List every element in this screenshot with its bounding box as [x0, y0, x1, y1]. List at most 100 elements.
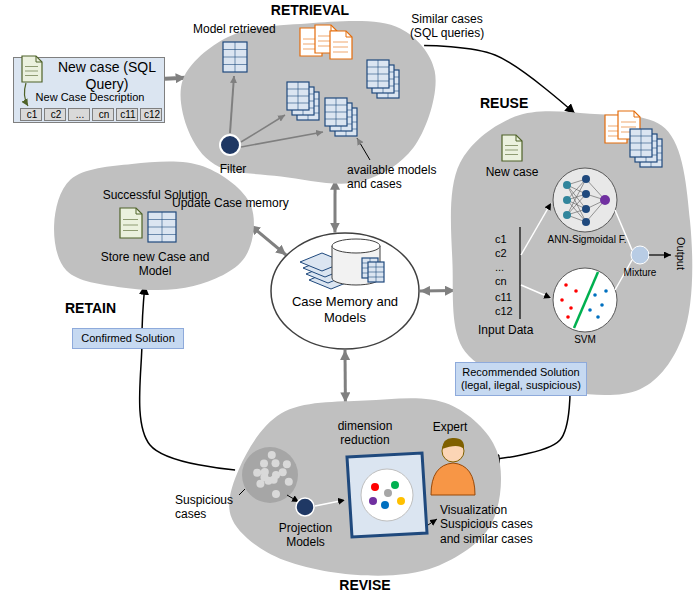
drawing-stroke	[369, 497, 377, 505]
attribute-cell: ...	[68, 108, 90, 121]
drawing-stroke	[261, 468, 269, 476]
drawing-stroke	[315, 500, 345, 506]
drawing-stroke	[333, 47, 348, 48]
drawing-stroke	[376, 262, 377, 282]
node-text: c1	[495, 233, 519, 246]
drawing-stroke	[287, 495, 299, 502]
drawing-stroke	[333, 52, 348, 53]
drawing-stroke	[368, 262, 384, 282]
drawing-stroke	[148, 212, 176, 242]
node-text: Mixture	[615, 267, 665, 279]
drawing-stroke	[346, 31, 352, 37]
drawing-stroke	[502, 135, 522, 161]
drawing-stroke	[516, 135, 522, 141]
node-text: Expert	[425, 420, 475, 434]
node-text: cn	[93, 108, 115, 121]
drawing-stroke	[347, 453, 427, 537]
drawing-stroke	[283, 460, 291, 468]
drawing-stroke	[600, 195, 610, 205]
node-text: Projection Models	[268, 521, 343, 550]
drawing-stroke	[621, 127, 636, 128]
phase-heading: REVISE	[325, 577, 405, 594]
drawing-stroke	[431, 463, 475, 495]
drawing-stroke	[384, 489, 392, 497]
drawing-stroke	[600, 303, 604, 307]
phase-heading: REUSE	[480, 95, 540, 112]
drawing-stroke	[162, 212, 163, 242]
drawing-stroke	[25, 75, 38, 76]
drawing-stroke	[621, 122, 636, 123]
drawing-stroke	[502, 111, 671, 332]
node-text: New case	[482, 165, 542, 179]
attribute-cell: cn	[92, 108, 114, 121]
node-text: ANN-Sigmoidal F.	[545, 234, 629, 246]
drawing-stroke	[442, 438, 464, 449]
node-text: Output	[674, 237, 687, 270]
node-text: ...	[69, 108, 91, 121]
drawing-stroke	[36, 56, 42, 62]
drawing-stroke	[54, 161, 254, 290]
drawing-stroke	[505, 145, 518, 146]
drawing-stroke	[604, 289, 608, 293]
node-text: ...	[495, 261, 519, 274]
drawing-stroke	[272, 490, 280, 498]
drawing-stroke	[391, 481, 399, 489]
drawing-stroke	[521, 203, 551, 255]
drawing-stroke	[332, 239, 380, 253]
drawing-stroke	[567, 194, 586, 215]
drawing-stroke	[519, 227, 520, 319]
node-text: c11	[117, 108, 139, 121]
node-text: Suspicious cases	[175, 493, 239, 522]
node-text: Case Memory and Models	[285, 294, 405, 325]
drawing-stroke	[239, 489, 245, 495]
drawing-stroke	[371, 483, 379, 491]
drawing-stroke	[120, 208, 142, 238]
drawing-stroke	[331, 25, 337, 31]
drawing-stroke	[367, 60, 389, 88]
drawing-stroke	[123, 230, 138, 231]
drawing-stroke	[357, 138, 370, 160]
drawing-stroke	[123, 225, 138, 226]
node-text: c2	[495, 247, 519, 260]
drawing-stroke	[235, 42, 236, 72]
solution-label-box: Confirmed Solution	[72, 328, 184, 349]
attribute-cell: c1	[20, 108, 42, 121]
drawing-stroke	[239, 438, 475, 537]
drawing-stroke	[241, 132, 323, 147]
connector-arrow	[424, 46, 575, 114]
drawing-stroke	[563, 196, 571, 204]
drawing-stroke	[564, 283, 568, 287]
node-text: Store new Case and Model	[90, 250, 220, 279]
drawing-stroke	[560, 298, 564, 302]
illustration	[270, 232, 420, 350]
drawing-stroke	[24, 83, 28, 106]
connector-arrow	[140, 285, 235, 470]
connector-arrow	[165, 76, 186, 81]
node-text: dimension reduction	[320, 419, 410, 448]
drawing-stroke	[563, 211, 571, 219]
drawing-stroke	[634, 111, 640, 117]
drawing-stroke	[229, 398, 501, 575]
drawing-stroke	[181, 21, 436, 184]
drawing-stroke	[253, 469, 261, 477]
drawing-stroke	[574, 289, 578, 293]
drawing-stroke	[521, 285, 551, 298]
drawing-stroke	[641, 129, 642, 157]
connector-arrow	[250, 225, 286, 255]
drawing-stroke	[287, 82, 309, 110]
drawing-stroke	[25, 66, 38, 67]
attribute-cell: c12	[140, 108, 162, 121]
illustration	[440, 105, 690, 395]
solution-label-box: Recommended Solution (legal, ilegal, sus…	[455, 362, 587, 396]
drawing-stroke	[296, 498, 314, 516]
drawing-stroke	[569, 306, 573, 310]
drawing-stroke	[22, 56, 42, 82]
drawing-stroke	[242, 447, 298, 503]
node-text: Model retrieved	[193, 22, 293, 36]
node-text: New Case Description	[24, 91, 156, 104]
drawing-stroke	[230, 76, 234, 133]
node-text: Input Data	[478, 323, 548, 337]
drawing-stroke	[123, 219, 138, 220]
drawing-stroke	[505, 154, 518, 155]
node-text: New case (SQL Query)	[52, 59, 162, 93]
